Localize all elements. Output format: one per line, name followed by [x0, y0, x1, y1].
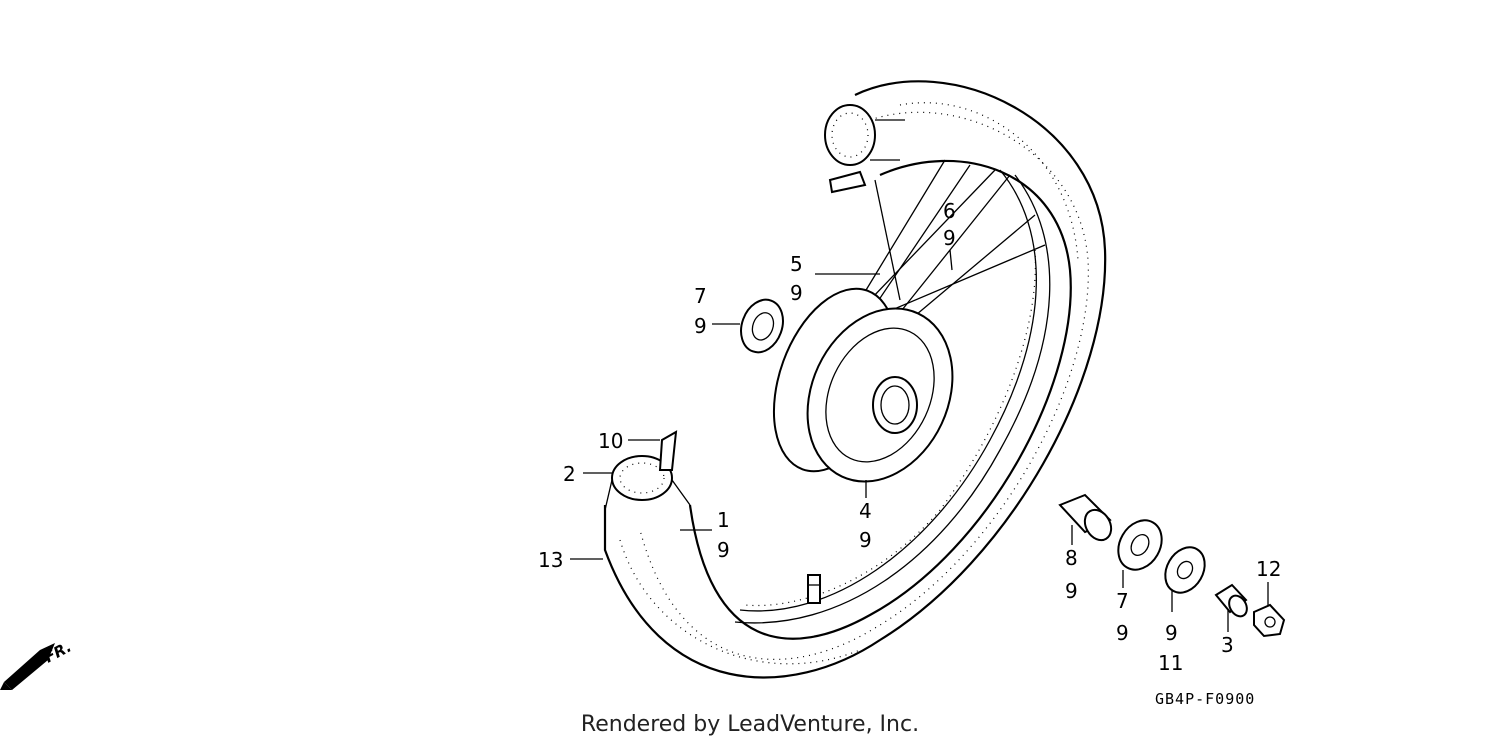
bearing-right — [1117, 519, 1163, 571]
callout-1-qty: 9 — [717, 538, 730, 562]
rim — [734, 169, 1051, 624]
callout-labels: 10 2 13 1 9 7 9 5 9 6 9 4 9 8 9 7 9 9 11… — [538, 199, 1281, 675]
callout-7-right: 7 — [1116, 589, 1129, 613]
callout-11: 10 — [598, 429, 623, 453]
callout-8-qty: 9 — [1065, 579, 1078, 603]
callout-10: 13 — [538, 548, 563, 572]
callout-2: 2 — [563, 462, 576, 486]
hub — [772, 287, 954, 483]
callout-3: 3 — [1221, 633, 1234, 657]
callout-8: 8 — [1065, 546, 1078, 570]
arrow-down-left-icon — [4, 643, 55, 690]
callout-1: 1 — [717, 508, 730, 532]
render-credit: Rendered by LeadVenture, Inc. — [580, 712, 920, 737]
callout-12: 12 — [1256, 557, 1281, 581]
callout-6: 6 — [943, 199, 956, 223]
direction-label: FR. — [41, 638, 74, 667]
callout-5-qty: 9 — [790, 281, 803, 305]
callout-7-left-qty: 9 — [694, 314, 707, 338]
distance-collar — [1058, 493, 1113, 542]
callout-5: 5 — [790, 252, 803, 276]
callout-9: 9 — [1165, 621, 1178, 645]
tube-top — [824, 104, 905, 194]
valve — [807, 574, 821, 604]
side-collar — [1214, 583, 1248, 618]
callout-4: 4 — [859, 499, 872, 523]
axle-nut — [1253, 603, 1286, 638]
front-direction-indicator: FR. — [0, 638, 74, 690]
dust-seal — [1164, 546, 1206, 594]
leader-lines — [570, 249, 1269, 632]
callout-4-qty: 9 — [859, 528, 872, 552]
bearing-left — [740, 298, 784, 354]
callout-13: 11 — [1158, 651, 1183, 675]
diagram-reference-code: GB4P-F0900 — [1155, 690, 1255, 708]
callout-7-left: 7 — [694, 284, 707, 308]
tire — [603, 80, 1107, 679]
callout-7-right-qty: 9 — [1116, 621, 1129, 645]
tube-bottom — [604, 430, 691, 511]
callout-6-qty: 9 — [943, 226, 956, 250]
